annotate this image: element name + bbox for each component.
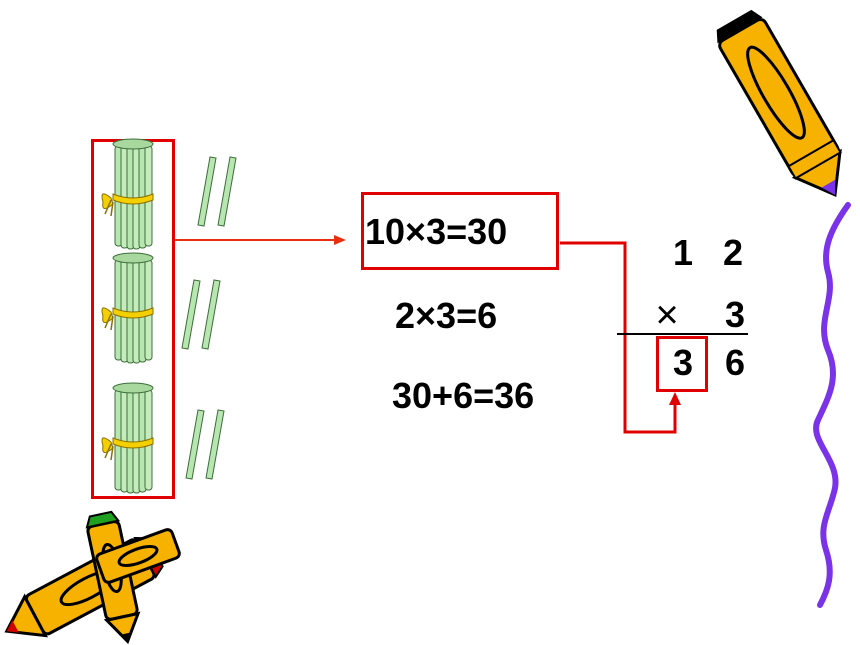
loose-sticks-1 — [197, 156, 237, 227]
crayons-bottom-left-icon — [4, 510, 181, 645]
multiplicand-tens-digit: 1 — [672, 232, 694, 273]
connector-to-result — [560, 241, 681, 434]
loose-sticks-2 — [181, 279, 221, 350]
result-tens-frame — [656, 336, 708, 392]
multiplicand-ones-digit: 2 — [722, 232, 744, 273]
decorative-squiggle — [813, 202, 851, 608]
bundle-of-ten-1 — [101, 138, 154, 250]
multiply-operator: × — [655, 293, 679, 337]
tens-equation-frame — [361, 192, 559, 270]
sum-equation: 30+6=36 — [392, 375, 535, 416]
result-ones-digit: 6 — [724, 342, 746, 383]
tens-product-equation: 10×3=30 — [365, 211, 508, 252]
bundle-of-ten-2 — [101, 252, 154, 364]
crayon-top-right-icon — [716, 9, 842, 198]
ones-product-equation: 2×3=6 — [395, 295, 498, 336]
bundle-of-ten-3 — [101, 382, 154, 494]
loose-sticks-3 — [185, 409, 225, 480]
arrow-to-equation — [175, 235, 346, 245]
multiplier-digit: 3 — [724, 294, 746, 335]
result-tens-digit: 3 — [672, 342, 694, 383]
